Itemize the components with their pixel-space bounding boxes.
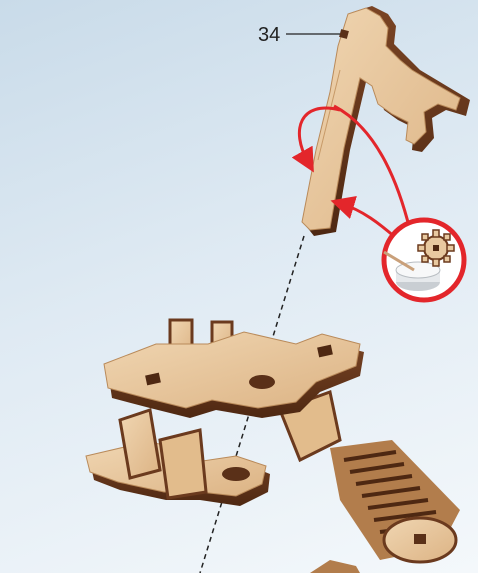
part-34-lever: [302, 6, 470, 236]
layered-handle: [330, 440, 460, 562]
base-assembly: [86, 320, 460, 562]
glue-callout: [384, 220, 464, 300]
partial-part-bottom: [310, 560, 360, 573]
part-number-label: 34: [258, 24, 280, 46]
